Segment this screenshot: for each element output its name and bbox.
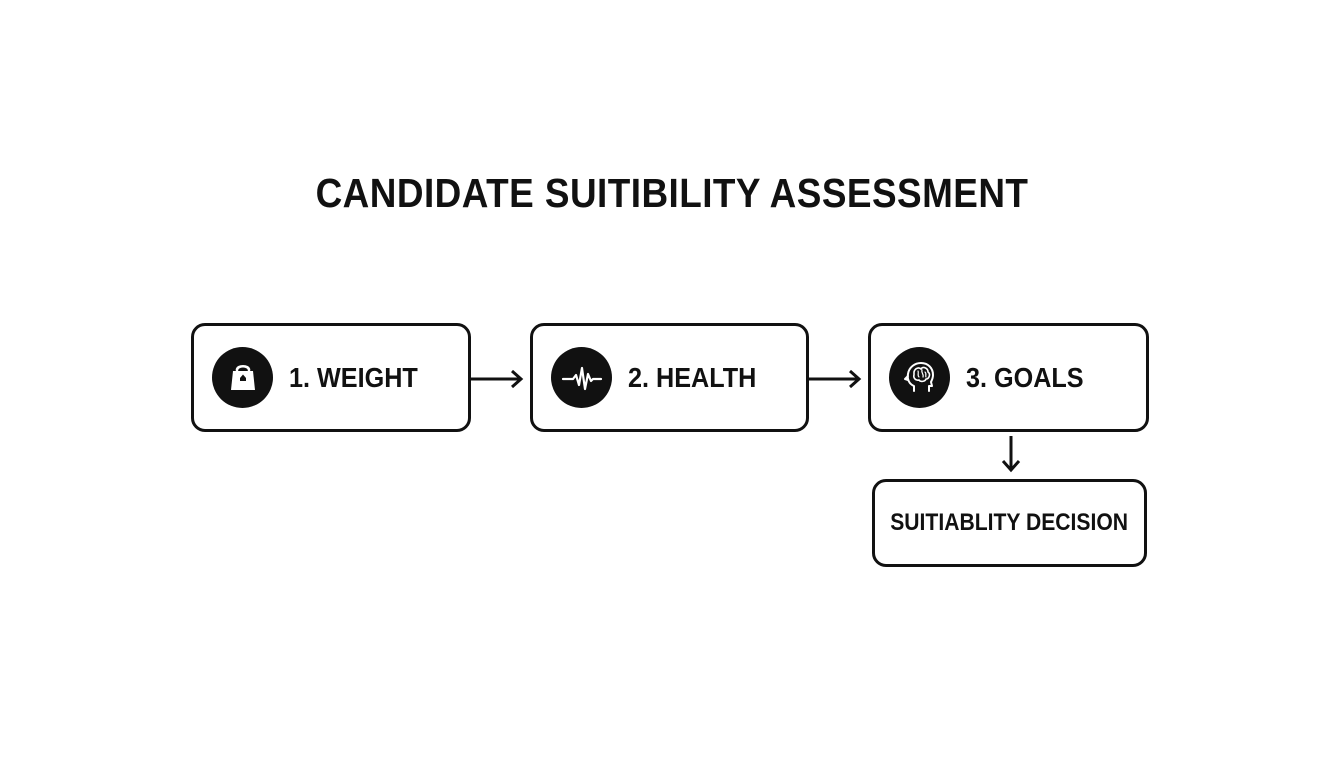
step-weight-box: 1. WEIGHT: [191, 323, 471, 432]
step-goals-label: 3. GOALS: [966, 361, 1084, 393]
weight-icon: [212, 347, 273, 408]
step-health-box: 2. HEALTH: [530, 323, 809, 432]
heartbeat-icon: [551, 347, 612, 408]
decision-box: SUITIABLITY DECISION: [872, 479, 1147, 567]
decision-label: SUITIABLITY DECISION: [890, 509, 1129, 536]
step-weight-label: 1. WEIGHT: [289, 361, 418, 393]
arrow-health-to-goals: [809, 369, 862, 389]
step-health-label: 2. HEALTH: [628, 361, 757, 393]
brain-head-icon: [889, 347, 950, 408]
arrow-goals-to-decision: [1001, 436, 1021, 473]
arrow-weight-to-health: [471, 369, 524, 389]
step-goals-box: 3. GOALS: [868, 323, 1149, 432]
diagram-title: CANDIDATE SUITIBILITY ASSESSMENT: [315, 170, 1029, 216]
